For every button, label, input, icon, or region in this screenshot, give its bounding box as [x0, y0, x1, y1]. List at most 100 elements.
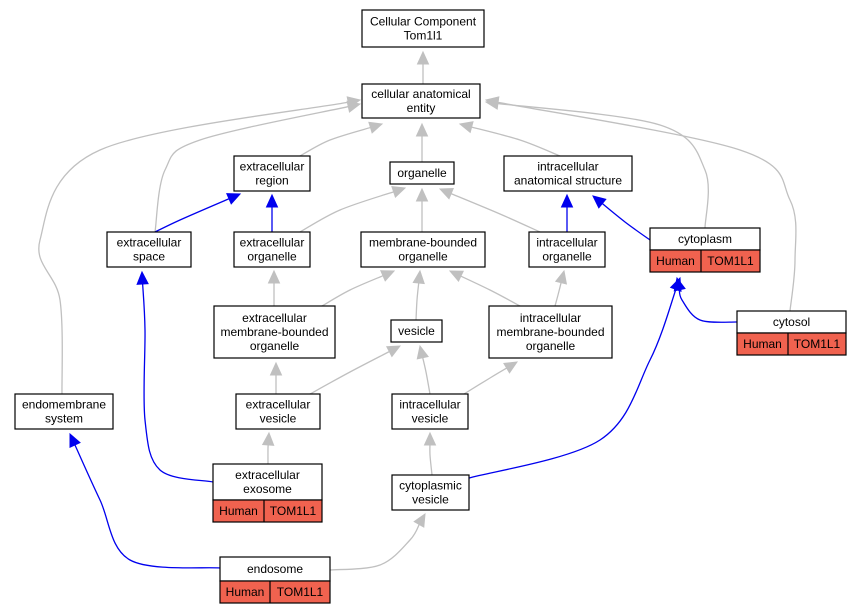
node-label-line: intracellular	[520, 311, 581, 325]
edge-is-a-int_ves-to-vesicle	[421, 355, 431, 395]
species-tag: Human	[656, 254, 695, 268]
node-box	[361, 9, 485, 48]
node-box	[235, 393, 321, 430]
arrowhead-int_ves-to-vesicle	[416, 344, 429, 360]
node-organelle[interactable]: organelle	[389, 161, 455, 185]
gene-tag: TOM1L1	[270, 504, 317, 518]
node-label-line: organelle	[247, 250, 297, 264]
node-label-line: extracellular	[117, 236, 182, 250]
node-label-line: endosome	[247, 562, 303, 576]
arrowhead-endomem-to-cae	[346, 96, 362, 109]
node-label-line: intracellular	[536, 236, 597, 250]
node-label-line: extracellular	[240, 236, 305, 250]
node-label-line: intracellular	[399, 398, 460, 412]
arrowhead-cytoplasm-to-ias	[592, 195, 607, 209]
annotation-row	[219, 580, 331, 604]
node-label-line: entity	[407, 101, 436, 115]
node-vesicle[interactable]: vesicle	[390, 319, 443, 343]
arrowhead-ext_space-to-ext_region	[226, 193, 242, 205]
arrowhead-ext_org-to-organelle	[391, 186, 407, 199]
arrowhead-endosome-to-endomem	[69, 432, 81, 448]
node-label-line: vesicle	[412, 493, 449, 507]
node-box	[14, 393, 114, 430]
edge-is-a-endosome-to-cyto_ves	[329, 522, 421, 571]
node-label-line: Tom1l1	[404, 29, 443, 43]
edge-is-a-ext_space-to-cae	[154, 105, 351, 233]
node-label-line: cytosol	[773, 315, 810, 329]
arrowhead-layer	[69, 50, 686, 528]
node-label-line: exosome	[243, 482, 292, 496]
node-label-line: membrane-bounded	[496, 325, 604, 339]
node-box	[389, 161, 455, 185]
arrowhead-endosome-to-cyto_ves	[413, 512, 426, 528]
node-label-line: cellular anatomical	[371, 87, 470, 101]
node-label-line: anatomical structure	[514, 174, 622, 188]
gene-tag: TOM1L1	[707, 254, 754, 268]
node-label-line: extracellular	[246, 398, 311, 412]
arrowhead-int_ves-to-int_mbo	[503, 361, 519, 374]
node-box	[212, 463, 323, 501]
edge-is-a-int_mbo-to-int_org	[554, 280, 563, 307]
annotation-row	[212, 499, 323, 523]
node-box	[390, 319, 443, 343]
node-label-line: organelle	[250, 339, 300, 353]
node-label-line: organelle	[398, 250, 448, 264]
species-tag: Human	[226, 585, 265, 599]
edge-is-a-ias-to-cae	[469, 125, 561, 157]
node-label-line: membrane-bounded	[220, 325, 328, 339]
node-box	[106, 231, 192, 268]
node-label-line: extracellular	[242, 311, 307, 325]
gene-tag: TOM1L1	[794, 337, 841, 351]
arrowhead-ext_region-to-cae	[368, 121, 384, 134]
arrowhead-int_mbo-to-int_org	[554, 269, 568, 285]
annotation-row	[649, 249, 761, 273]
arrowhead-int_org-to-ias	[560, 193, 574, 208]
node-box	[391, 393, 469, 430]
arrowhead-cyto_ves-to-int_ves	[423, 431, 437, 446]
edge-is-a-int_ves-to-int_mbo	[463, 366, 509, 395]
species-tag: Human	[219, 504, 258, 518]
node-label-line: vesicle	[412, 412, 449, 426]
node-box	[361, 83, 481, 119]
arrowhead-cytosol-to-cae	[484, 96, 500, 109]
node-box	[391, 474, 470, 511]
edge-is-a-int_org-to-organelle	[448, 192, 541, 233]
node-label-line: cytoplasmic	[399, 479, 462, 493]
node-label-line: Cellular Component	[370, 15, 477, 29]
node-label-line: space	[133, 250, 165, 264]
edge-is-a-cytosol-to-cae	[495, 101, 797, 312]
edge-part-of-cytoplasm-to-ias	[600, 201, 651, 241]
gene-tag: TOM1L1	[277, 585, 324, 599]
node-label-line: extracellular	[240, 160, 305, 174]
annotation-row	[736, 332, 847, 356]
arrowhead-cae-to-root	[416, 50, 430, 65]
edge-layer	[38, 62, 797, 571]
node-box	[213, 305, 336, 359]
node-label-line: extracellular	[235, 468, 300, 482]
node-label-line: organelle	[526, 339, 576, 353]
node-box	[503, 155, 633, 192]
edge-part-of-exosome-to-ext_space	[141, 281, 214, 483]
edge-is-a-ext_org-to-organelle	[299, 190, 396, 233]
arrowhead-ext_ves-to-vesicle	[385, 345, 402, 358]
